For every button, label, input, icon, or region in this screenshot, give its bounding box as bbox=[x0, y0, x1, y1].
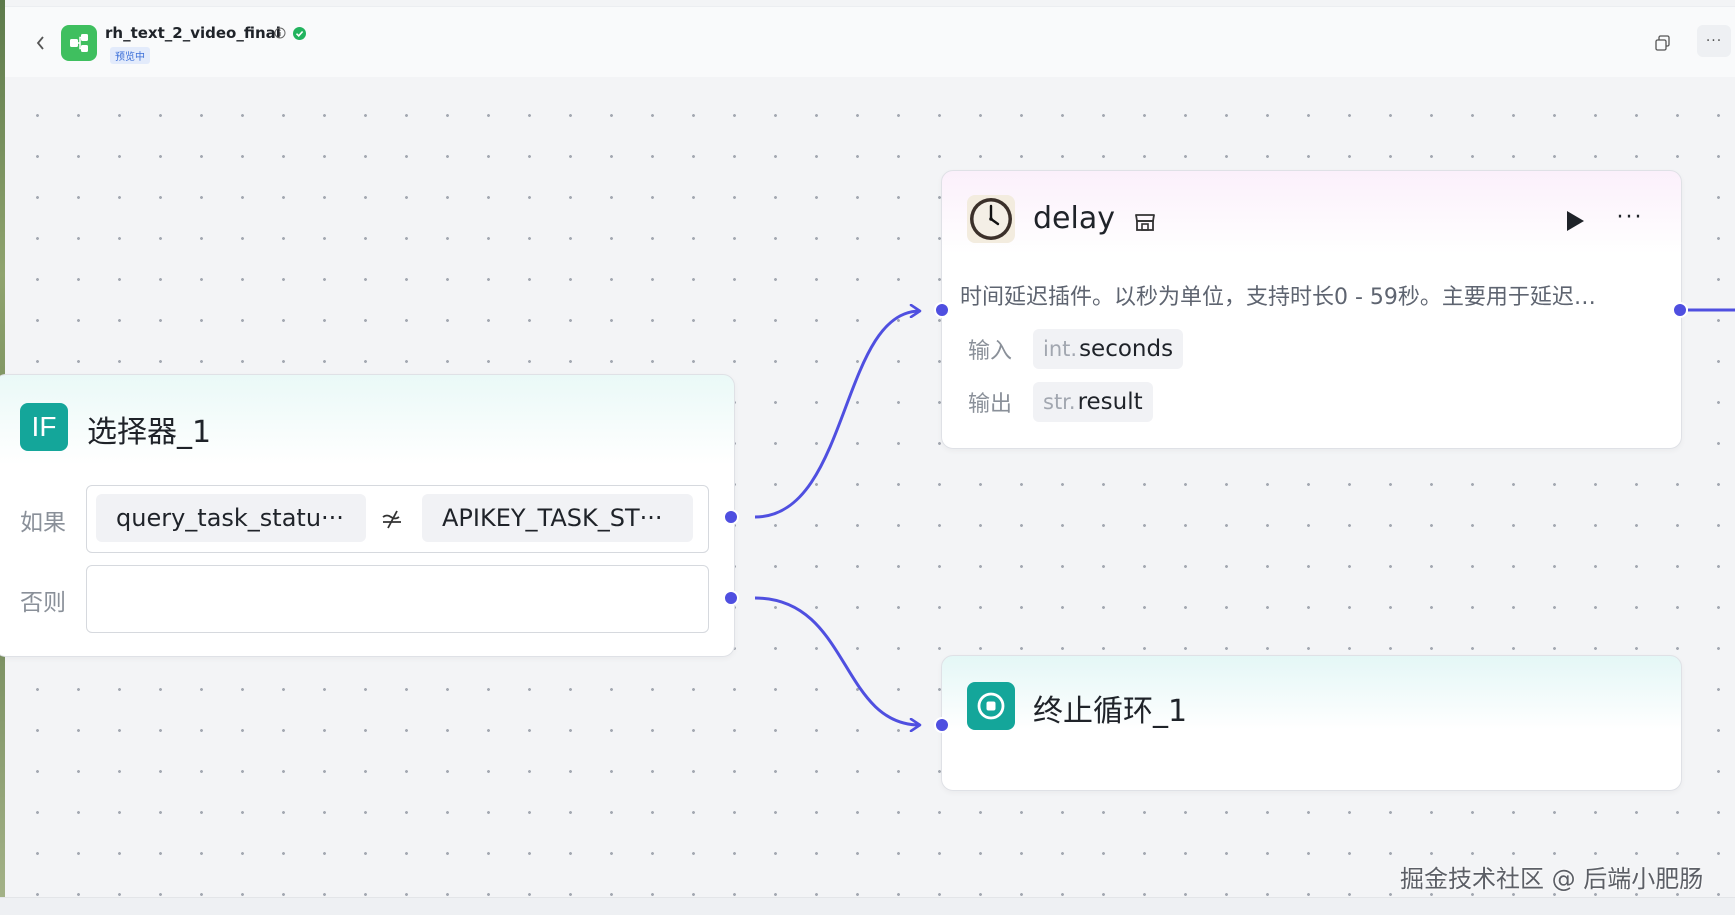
node-title: delay bbox=[1033, 201, 1115, 236]
status-badge: 预览中 bbox=[110, 47, 150, 64]
workflow-icon bbox=[70, 34, 88, 52]
input-label: 输入 bbox=[968, 339, 1013, 364]
if-condition-box[interactable]: query_task_statu··· APIKEY_TASK_ST··· bbox=[86, 485, 709, 553]
stop-loop-node[interactable]: 终止循环_1 bbox=[941, 655, 1682, 791]
bottom-bar bbox=[0, 897, 1735, 915]
if-output-port[interactable] bbox=[723, 509, 739, 525]
node-more-icon[interactable]: ··· bbox=[1616, 205, 1644, 230]
not-equal-icon[interactable] bbox=[380, 506, 406, 532]
node-description: 时间延迟插件。以秒为单位，支持时长0 - 59秒。主要用于延迟… bbox=[960, 285, 1596, 310]
output-param-type: str. bbox=[1043, 390, 1076, 414]
back-button[interactable] bbox=[27, 29, 55, 57]
output-param-name: result bbox=[1077, 389, 1143, 415]
copy-icon[interactable] bbox=[1653, 33, 1673, 53]
delay-node[interactable]: delay ··· 时间延迟插件。以秒为单位，支持时长0 - 59秒。主要用于延… bbox=[941, 170, 1682, 449]
info-icon[interactable] bbox=[274, 27, 286, 39]
output-param-chip: str. result bbox=[1033, 382, 1153, 422]
condition-left-operand[interactable]: query_task_statu··· bbox=[96, 494, 366, 542]
store-icon[interactable] bbox=[1132, 209, 1158, 235]
if-icon: IF bbox=[20, 403, 68, 451]
workflow-title: rh_text_2_video_final bbox=[105, 24, 281, 42]
workflow-app-icon bbox=[61, 25, 97, 61]
more-options-button[interactable]: ··· bbox=[1697, 25, 1731, 57]
if-label: 如果 bbox=[20, 510, 66, 536]
stop-icon bbox=[967, 682, 1015, 730]
more-horizontal-icon: ··· bbox=[1705, 33, 1723, 49]
play-icon[interactable] bbox=[1560, 207, 1588, 235]
chevron-left-icon bbox=[36, 36, 44, 50]
delay-output-port[interactable] bbox=[1672, 302, 1688, 318]
published-check-icon bbox=[293, 27, 306, 40]
top-bar: rh_text_2_video_final 预览中 ··· bbox=[5, 6, 1735, 78]
node-title: 选择器_1 bbox=[87, 415, 212, 450]
clock-icon bbox=[967, 195, 1015, 243]
input-param-chip: int. seconds bbox=[1033, 329, 1184, 369]
output-label: 输出 bbox=[968, 392, 1013, 417]
delay-input-port[interactable] bbox=[934, 302, 950, 318]
else-label: 否则 bbox=[20, 590, 66, 616]
else-output-port[interactable] bbox=[723, 590, 739, 606]
condition-right-operand[interactable]: APIKEY_TASK_ST··· bbox=[422, 494, 693, 542]
stop-input-port[interactable] bbox=[934, 717, 950, 733]
input-param-type: int. bbox=[1043, 337, 1078, 361]
input-param-name: seconds bbox=[1079, 336, 1174, 362]
node-title: 终止循环_1 bbox=[1033, 694, 1188, 729]
watermark: 掘金技术社区 @ 后端小肥肠 bbox=[1400, 865, 1704, 893]
else-condition-box[interactable] bbox=[86, 565, 709, 633]
selector-node[interactable]: IF 选择器_1 如果 query_task_statu··· APIKEY_T… bbox=[0, 374, 735, 657]
